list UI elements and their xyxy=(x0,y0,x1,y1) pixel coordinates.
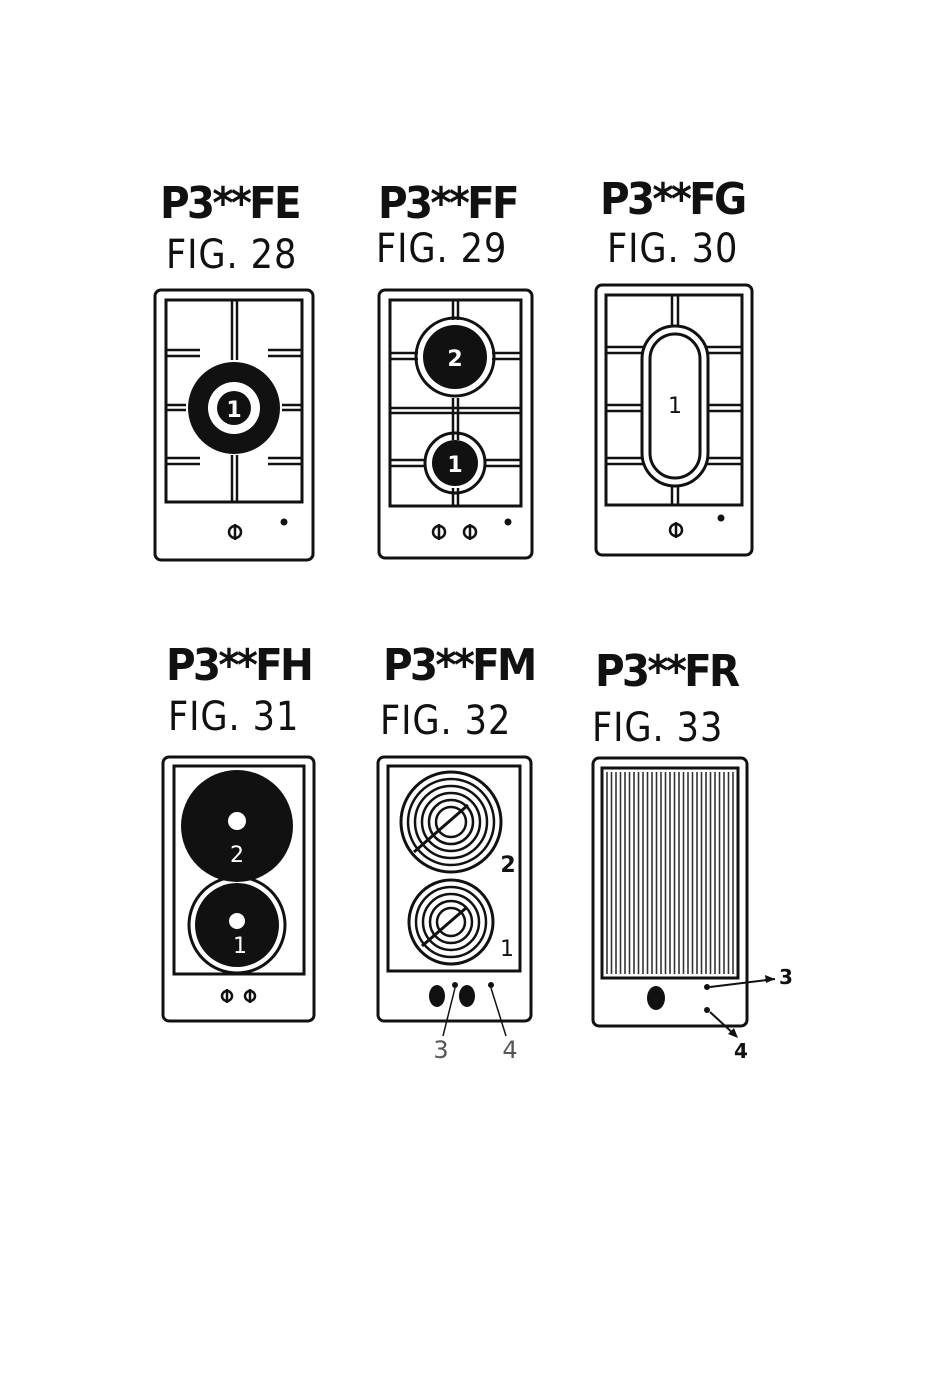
indicator-light-icon xyxy=(704,1007,710,1013)
indicator-light-icon xyxy=(704,984,710,990)
knob-icon xyxy=(647,986,665,1010)
callout-number: 3 xyxy=(779,965,793,989)
callout-number: 4 xyxy=(734,1039,748,1063)
